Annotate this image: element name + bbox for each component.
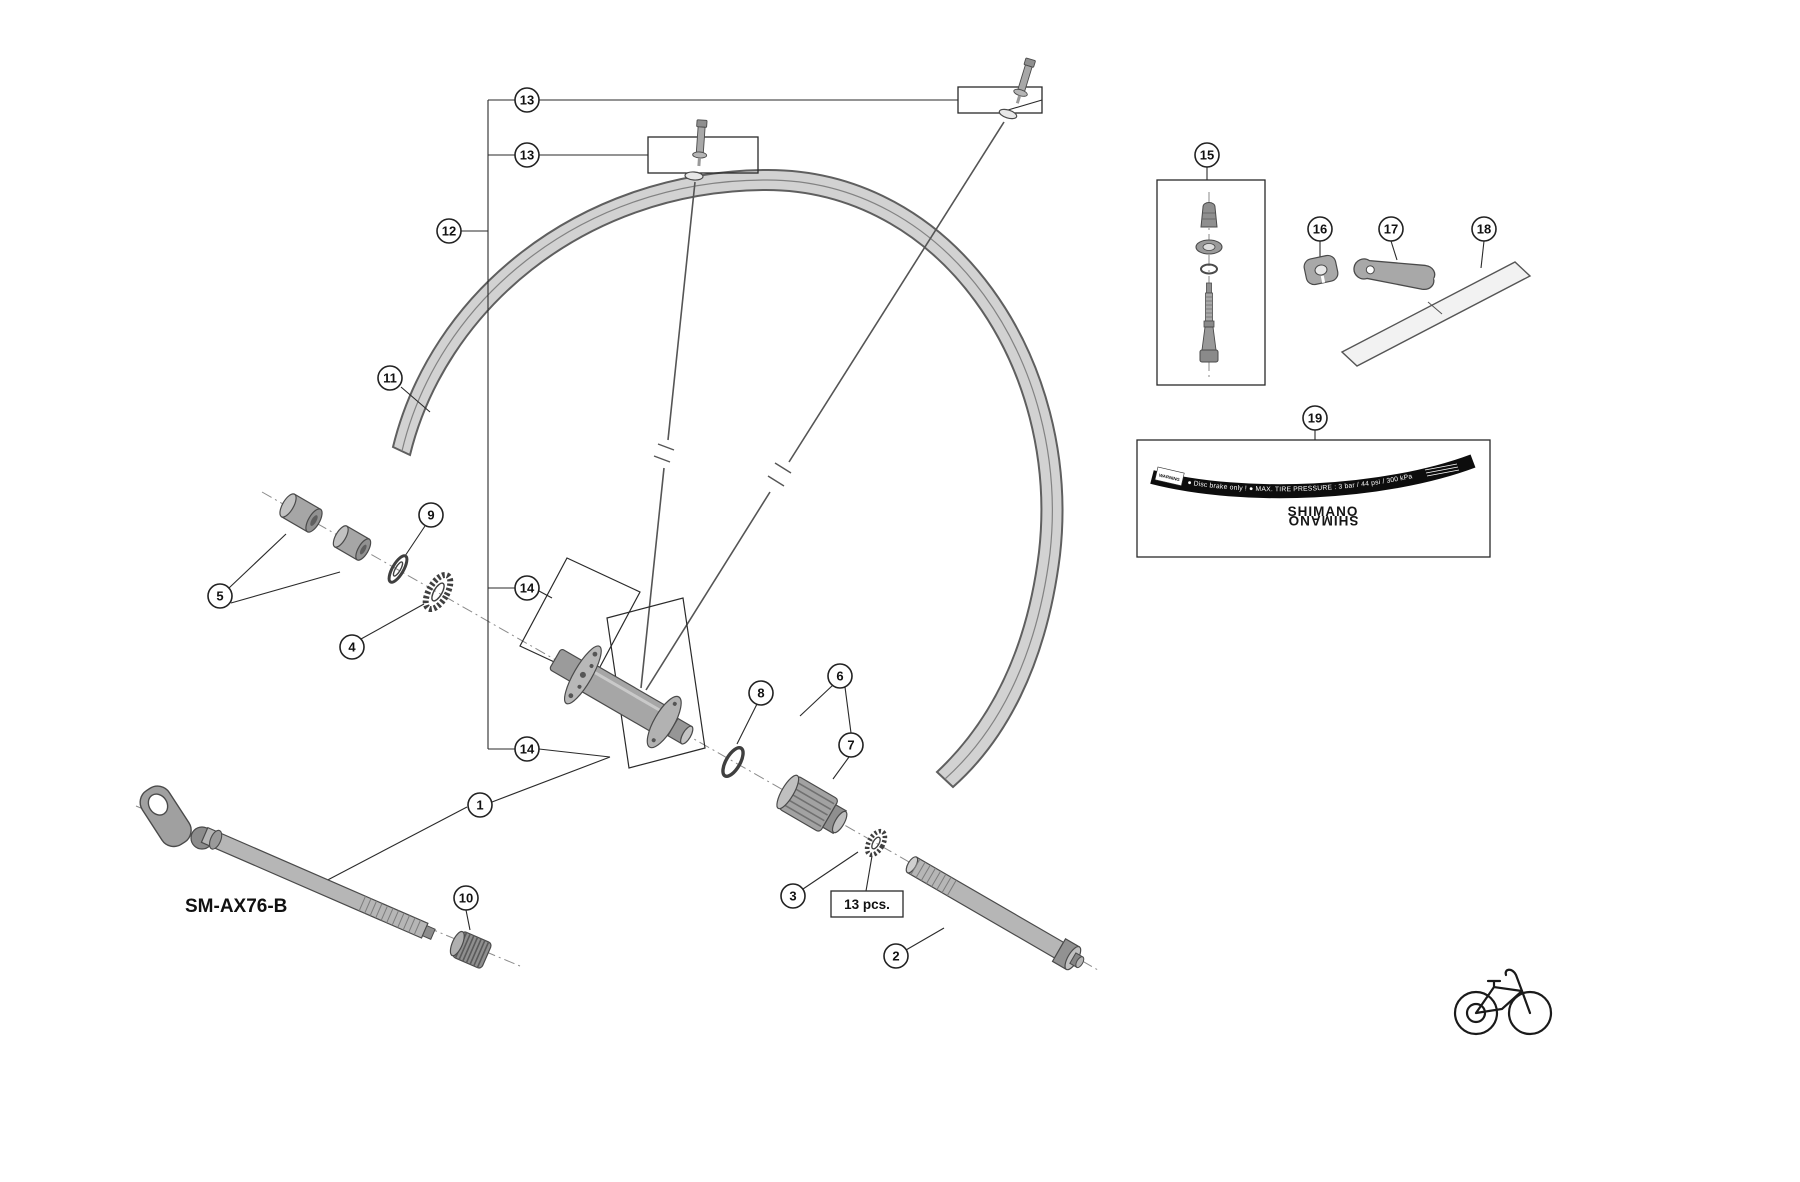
callout-14: 14 bbox=[514, 736, 540, 762]
svg-text:2: 2 bbox=[892, 949, 899, 964]
part-15-box bbox=[1156, 179, 1266, 386]
svg-text:10: 10 bbox=[459, 891, 473, 906]
thru-axle-lever bbox=[139, 785, 192, 848]
svg-text:13: 13 bbox=[520, 148, 534, 163]
callout-9: 9 bbox=[418, 502, 444, 528]
serrated-washer bbox=[864, 828, 888, 858]
callout-7: 7 bbox=[838, 732, 864, 758]
seal-washer bbox=[387, 554, 409, 584]
rim-tape: ● Disc brake only ! ● MAX. TIRE PRESSURE… bbox=[1150, 454, 1476, 528]
callout-4: 4 bbox=[339, 634, 365, 660]
svg-text:6: 6 bbox=[836, 669, 843, 684]
spoke-nipple-left bbox=[692, 119, 708, 167]
callout-1: 1 bbox=[467, 792, 493, 818]
callout-15: 15 bbox=[1194, 142, 1220, 168]
svg-text:4: 4 bbox=[348, 640, 356, 655]
svg-text:5: 5 bbox=[216, 589, 223, 604]
thru-axle-shaft bbox=[200, 826, 436, 940]
shimano-bicycle-icon bbox=[1453, 968, 1553, 1036]
svg-text:7: 7 bbox=[847, 738, 854, 753]
model-label: SM-AX76-B bbox=[185, 896, 287, 917]
rim-strip bbox=[1340, 261, 1532, 367]
callout-13-box-right bbox=[957, 86, 1043, 114]
svg-text:1: 1 bbox=[476, 798, 483, 813]
svg-text:18: 18 bbox=[1477, 222, 1491, 237]
nipple-tool bbox=[1303, 254, 1339, 286]
wheel-rim bbox=[391, 168, 1064, 789]
part-19-box bbox=[1136, 439, 1491, 558]
svg-text:8: 8 bbox=[757, 686, 764, 701]
callout-2: 2 bbox=[883, 943, 909, 969]
tape-micro-text-lines bbox=[1424, 463, 1460, 477]
callout-12: 12 bbox=[436, 218, 462, 244]
wrench-tool bbox=[1353, 258, 1445, 290]
svg-text:3: 3 bbox=[789, 889, 796, 904]
tape-warning-label: WARNING bbox=[1154, 466, 1185, 487]
svg-text:12: 12 bbox=[442, 224, 456, 239]
callout-13: 13 bbox=[514, 87, 540, 113]
callout-16: 16 bbox=[1307, 216, 1333, 242]
callout-6: 6 bbox=[827, 663, 853, 689]
callout-14: 14 bbox=[514, 575, 540, 601]
valve-assembly bbox=[1195, 202, 1223, 363]
callout-3: 3 bbox=[780, 883, 806, 909]
svg-text:WARNING: WARNING bbox=[1158, 473, 1180, 483]
hub-body bbox=[549, 645, 694, 749]
svg-text:16: 16 bbox=[1313, 222, 1327, 237]
leader-lines bbox=[228, 86, 1491, 951]
callout-5: 5 bbox=[207, 583, 233, 609]
rear-axle bbox=[905, 856, 1085, 971]
svg-text:17: 17 bbox=[1384, 222, 1398, 237]
serrated-lockring bbox=[422, 571, 454, 613]
callout-11: 11 bbox=[377, 365, 403, 391]
svg-text:15: 15 bbox=[1200, 148, 1214, 163]
shimano-logo: SHIMANO bbox=[1288, 504, 1359, 519]
svg-text:14: 14 bbox=[520, 581, 535, 596]
callout-19: 19 bbox=[1302, 405, 1328, 431]
axle-end-nut bbox=[449, 930, 492, 969]
spoke-nipple-right bbox=[1013, 57, 1036, 104]
callout-17: 17 bbox=[1378, 216, 1404, 242]
callout-8: 8 bbox=[748, 680, 774, 706]
callout-18: 18 bbox=[1471, 216, 1497, 242]
shimano-logo-mirrored: SHIMANO bbox=[1288, 513, 1359, 528]
o-ring-seal bbox=[721, 746, 745, 778]
spoke-washer-left bbox=[684, 171, 704, 181]
callout-10: 10 bbox=[453, 885, 479, 911]
end-cap-spacer bbox=[279, 493, 323, 533]
freehub-body bbox=[776, 774, 848, 835]
pieces-count-label: 13 pcs. bbox=[844, 897, 890, 912]
pieces-count-box: 13 pcs. bbox=[830, 890, 904, 918]
callout-13: 13 bbox=[514, 142, 540, 168]
svg-text:14: 14 bbox=[520, 742, 535, 757]
svg-text:11: 11 bbox=[383, 371, 397, 386]
spokes bbox=[640, 121, 1005, 691]
hub-body-bracket bbox=[606, 597, 706, 769]
svg-text:9: 9 bbox=[427, 508, 434, 523]
spoke-washer-right bbox=[998, 108, 1018, 120]
svg-text:13: 13 bbox=[520, 93, 534, 108]
svg-text:19: 19 bbox=[1308, 411, 1322, 426]
cone-spacer bbox=[332, 525, 372, 561]
